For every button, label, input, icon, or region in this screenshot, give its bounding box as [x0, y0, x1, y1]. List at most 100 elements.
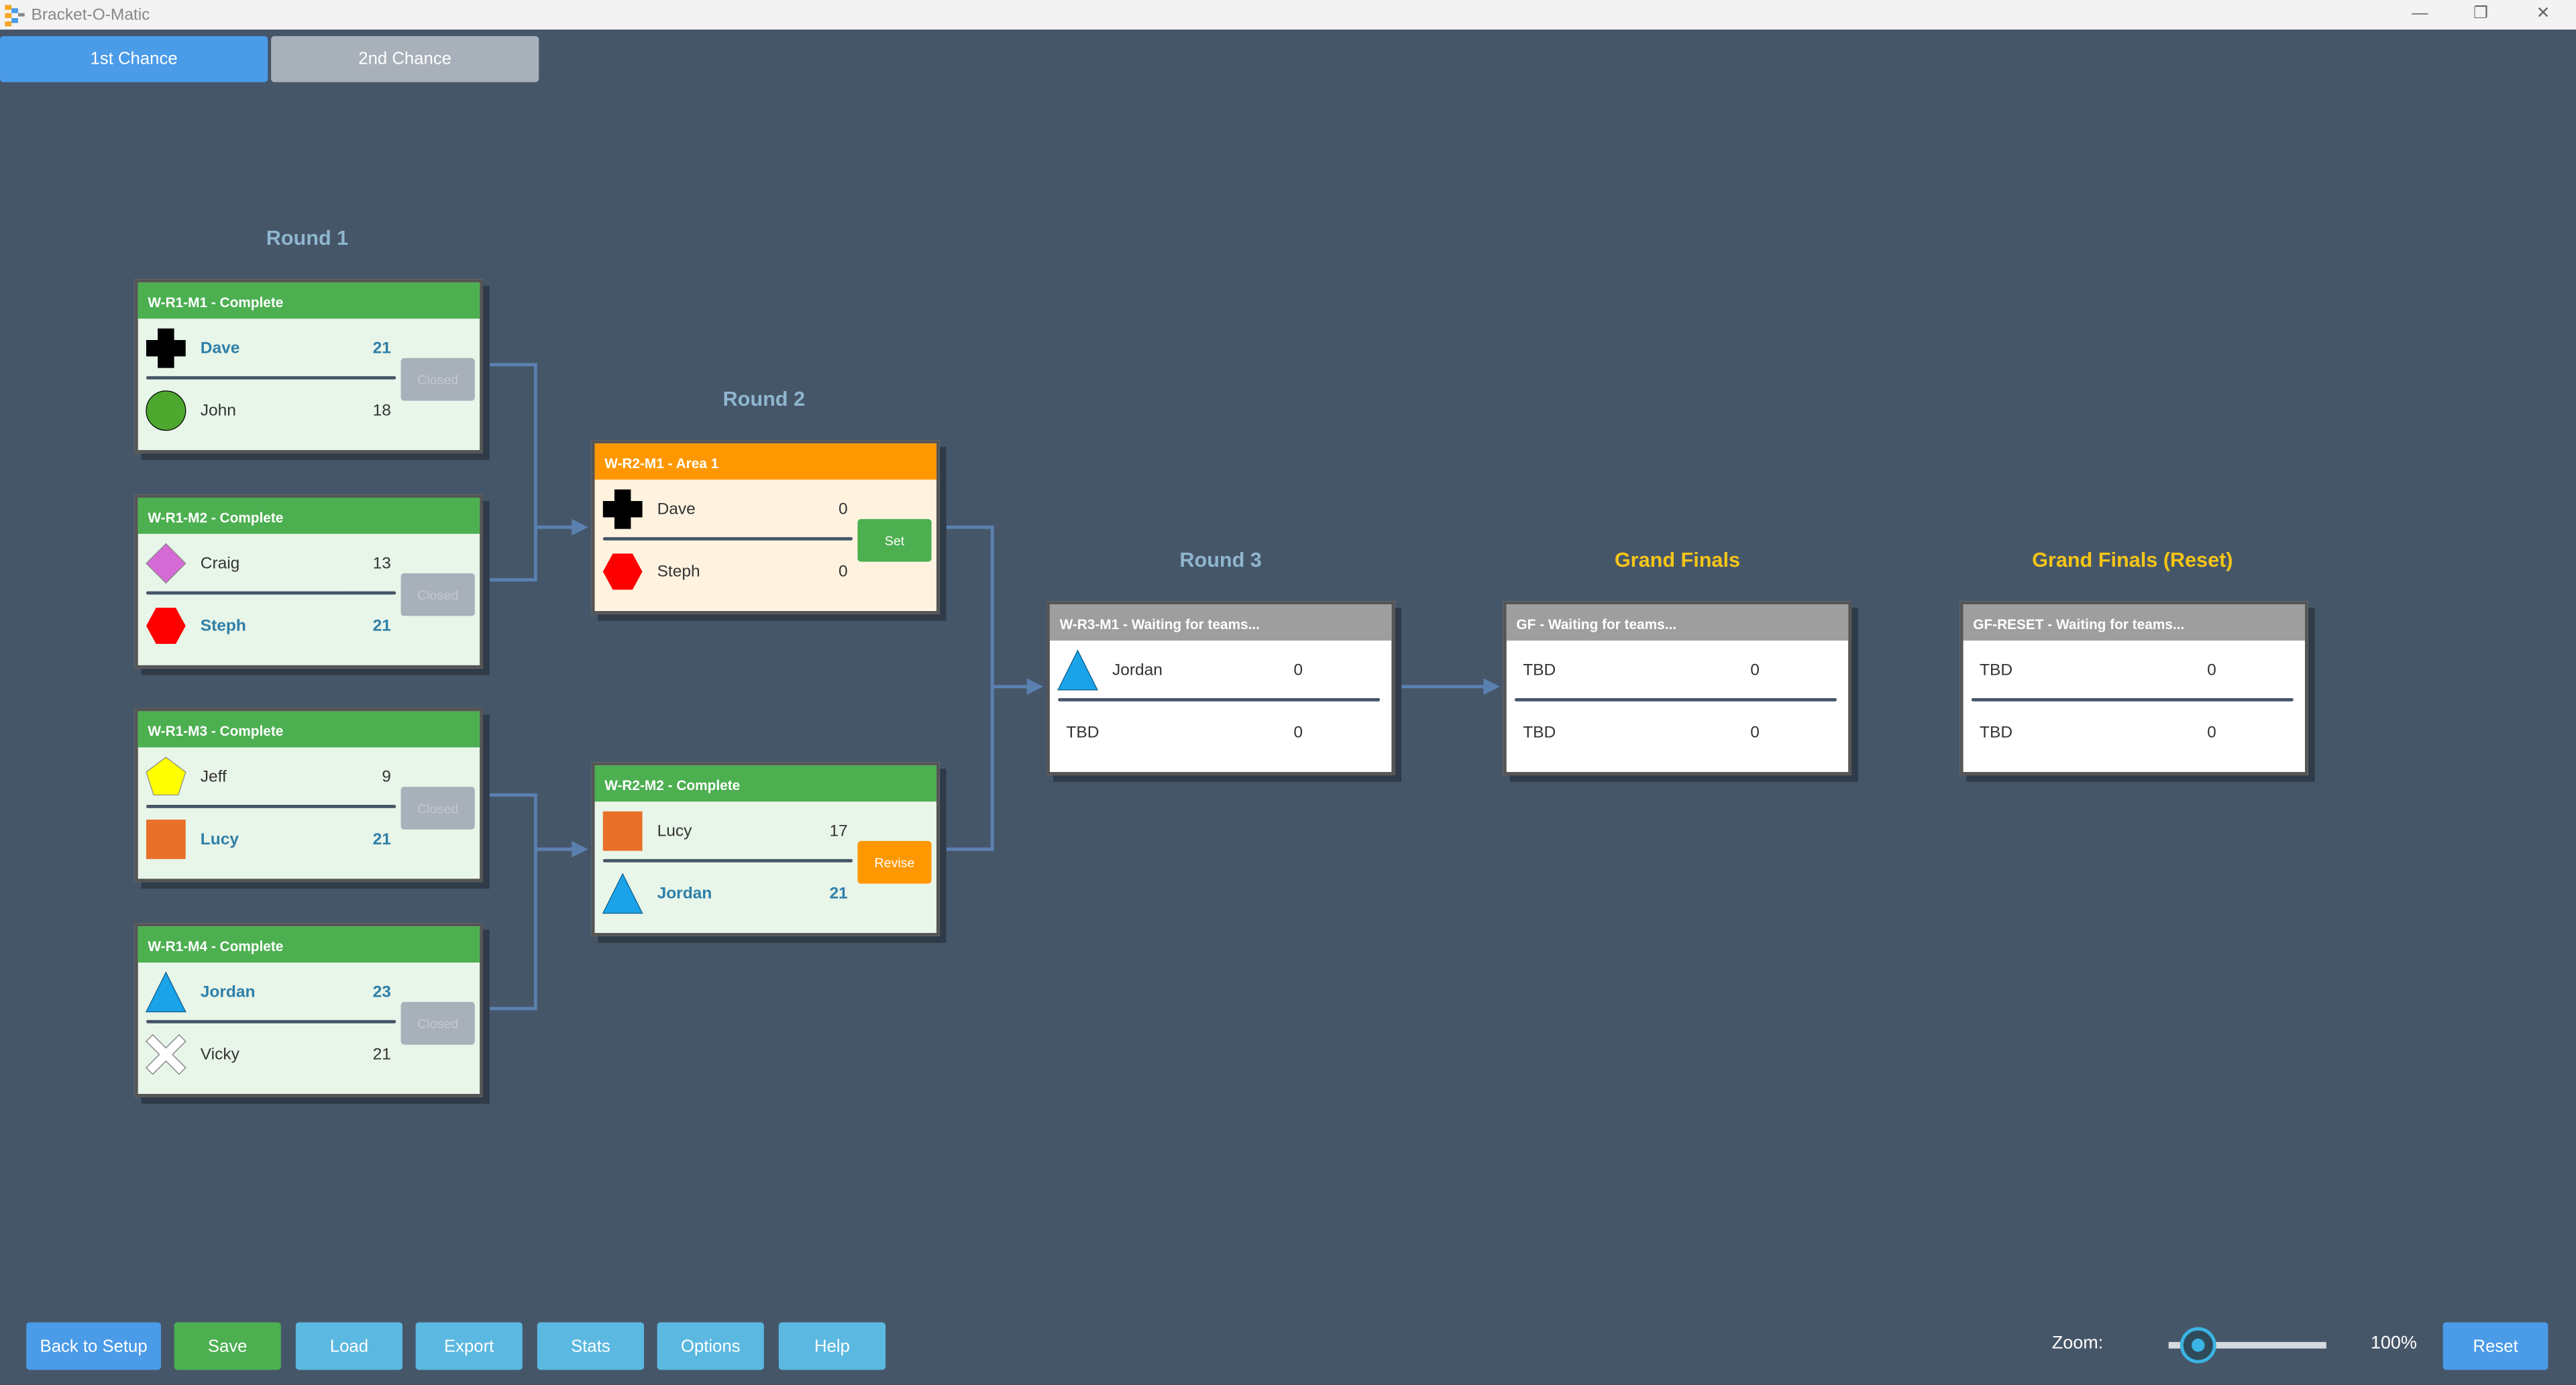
player-score: 0	[839, 500, 848, 518]
player-name: Craig	[200, 554, 240, 573]
reset-button[interactable]: Reset	[2443, 1322, 2548, 1370]
player-name: Jeff	[200, 767, 227, 786]
player-row: TBD 0	[1513, 645, 1760, 694]
player-score: 9	[382, 767, 391, 786]
player-score: 17	[829, 822, 848, 840]
player-name: Lucy	[657, 822, 692, 840]
green-circle-icon	[146, 390, 186, 431]
match-title: W-R2-M1 - Area 1	[594, 443, 936, 480]
restore-icon[interactable]: ❐	[2473, 5, 2488, 23]
match-closed-button[interactable]: Closed	[400, 787, 475, 830]
match-title: W-R1-M4 - Complete	[138, 926, 480, 963]
match-set-button[interactable]: Set	[857, 518, 932, 562]
player-name: Steph	[200, 616, 246, 635]
white-x-icon	[145, 1034, 186, 1075]
match-title: W-R1-M2 - Complete	[138, 498, 480, 534]
match-closed-button[interactable]: Closed	[400, 573, 475, 616]
blue-triangle-icon	[1057, 649, 1098, 691]
tab-1st-chance[interactable]: 1st Chance	[0, 36, 268, 82]
arrow-icon	[1483, 678, 1500, 695]
divider	[602, 858, 853, 863]
tab-2nd-chance[interactable]: 2nd Chance	[271, 36, 539, 82]
player-row: Jordan 23	[145, 967, 391, 1016]
divider	[1971, 698, 2294, 702]
player-name: Dave	[200, 339, 240, 357]
load-button[interactable]: Load	[295, 1322, 403, 1370]
match-revise-button[interactable]: Revise	[857, 840, 932, 884]
player-row: Dave 0	[601, 484, 848, 533]
match-title: W-R2-M2 - Complete	[594, 765, 936, 802]
player-row: TBD 0	[1513, 708, 1760, 757]
divider	[146, 1019, 396, 1023]
player-name: TBD	[1980, 723, 2013, 742]
match-title: W-R3-M1 - Waiting for teams...	[1049, 604, 1392, 641]
connector-line	[483, 793, 537, 1011]
match-closed-button[interactable]: Closed	[400, 1001, 475, 1045]
player-name: Jordan	[200, 983, 256, 1001]
close-icon[interactable]: ✕	[2536, 5, 2551, 23]
player-name: Jordan	[657, 884, 712, 903]
player-row: Jeff 9	[145, 753, 391, 801]
player-name: Dave	[657, 500, 696, 518]
player-row: TBD 0	[1970, 645, 2216, 694]
arrow-icon	[1026, 678, 1044, 695]
match-title: W-R1-M1 - Complete	[138, 282, 480, 319]
player-score: 0	[1750, 661, 1760, 679]
minimize-icon[interactable]: —	[2412, 5, 2428, 23]
connector-line	[483, 363, 537, 581]
player-score: 0	[839, 562, 848, 581]
player-score: 0	[1750, 723, 1760, 742]
player-row: Craig 13	[145, 539, 391, 588]
zoom-label: Zoom:	[2051, 1333, 2104, 1353]
match-card: W-R1-M1 - Complete Dave 21 John 18 Closed	[134, 279, 484, 453]
options-button[interactable]: Options	[657, 1322, 764, 1370]
player-score: 21	[372, 339, 391, 357]
match-title: W-R1-M3 - Complete	[138, 711, 480, 748]
divider	[146, 591, 396, 595]
divider	[1514, 698, 1837, 702]
player-row: Jordan 21	[601, 869, 848, 918]
player-score: 21	[372, 830, 391, 848]
save-button[interactable]: Save	[174, 1322, 281, 1370]
player-name: Lucy	[200, 830, 239, 848]
match-card: GF-RESET - Waiting for teams... TBD 0 TB…	[1960, 601, 2308, 775]
player-score: 13	[372, 554, 391, 573]
orange-square-icon	[602, 811, 643, 851]
match-title: GF - Waiting for teams...	[1506, 604, 1849, 641]
player-score: 18	[372, 401, 391, 420]
player-score: 21	[829, 884, 848, 903]
back-to-setup-button[interactable]: Back to Setup	[26, 1322, 162, 1370]
player-score: 21	[372, 616, 391, 635]
yellow-pentagon-icon	[146, 757, 186, 795]
player-name: Jordan	[1112, 661, 1163, 679]
player-name: Steph	[657, 562, 700, 581]
round-label: Grand Finals (Reset)	[2032, 548, 2233, 572]
zoom-slider[interactable]	[2168, 1327, 2326, 1364]
app-logo-icon	[3, 3, 26, 27]
player-row: TBD 0	[1970, 708, 2216, 757]
title-bar: Bracket-O-Matic — ❐ ✕	[0, 0, 2576, 30]
player-name: TBD	[1980, 661, 2013, 679]
black-cross-icon	[602, 489, 643, 529]
divider	[146, 805, 396, 808]
player-score: 0	[1293, 661, 1303, 679]
player-row: Steph 21	[145, 601, 391, 650]
divider	[1058, 698, 1381, 702]
match-closed-button[interactable]: Closed	[400, 357, 475, 401]
player-name: John	[200, 401, 236, 420]
round-label: Round 1	[266, 226, 349, 250]
player-row: Vicky 21	[145, 1030, 391, 1079]
divider	[602, 537, 853, 541]
blue-triangle-icon	[145, 971, 186, 1013]
stats-button[interactable]: Stats	[537, 1322, 645, 1370]
player-row: Lucy 21	[145, 815, 391, 864]
zoom-slider-thumb[interactable]	[2180, 1327, 2217, 1364]
help-button[interactable]: Help	[778, 1322, 886, 1370]
match-card: W-R3-M1 - Waiting for teams... Jordan 0 …	[1046, 601, 1395, 775]
export-button[interactable]: Export	[415, 1322, 523, 1370]
